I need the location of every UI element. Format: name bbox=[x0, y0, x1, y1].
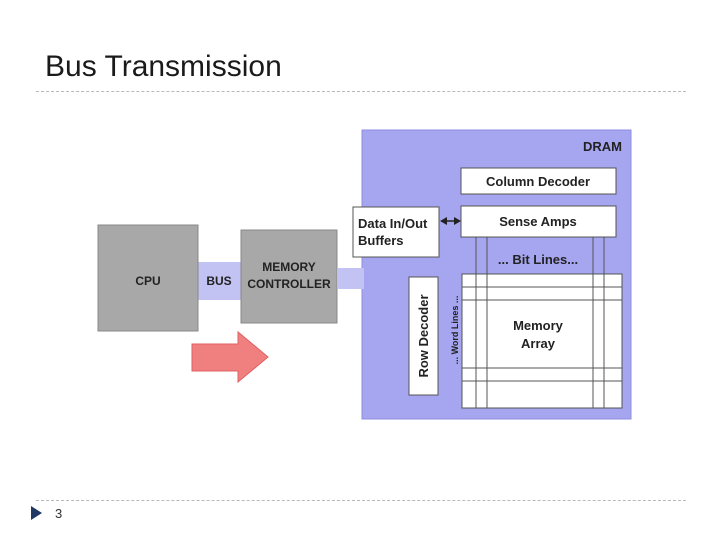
cpu-label: CPU bbox=[135, 274, 160, 288]
memory-array-label-bg bbox=[500, 310, 582, 358]
data-buffers-box bbox=[352, 206, 440, 258]
page-marker-icon bbox=[31, 506, 42, 520]
slide-title: Bus Transmission bbox=[45, 50, 282, 83]
title-divider bbox=[36, 91, 686, 92]
bus-band-left bbox=[196, 262, 242, 300]
row-decoder-label: Row Decoder bbox=[416, 294, 431, 377]
memory-controller-label-line1: MEMORY bbox=[262, 260, 316, 274]
memory-controller-block bbox=[240, 229, 338, 324]
data-buffers-label-line1: Data In/Out bbox=[358, 216, 428, 231]
data-path-arrowhead-left bbox=[440, 217, 447, 225]
bus-band-right bbox=[338, 268, 364, 289]
data-buffers-label-line2: Buffers bbox=[358, 233, 404, 248]
footer-divider bbox=[36, 500, 686, 501]
cpu-block bbox=[97, 224, 199, 332]
row-decoder-box bbox=[408, 276, 439, 396]
bit-lines-label: ... Bit Lines... bbox=[498, 252, 578, 267]
dram-label: DRAM bbox=[583, 139, 622, 154]
sense-amps-box bbox=[460, 205, 617, 238]
data-path-arrowhead-right bbox=[454, 217, 461, 225]
bus-label: BUS bbox=[206, 274, 231, 288]
sense-amps-label: Sense Amps bbox=[499, 214, 577, 229]
memory-array-label-line2: Array bbox=[521, 336, 556, 351]
memory-controller-label-line2: CONTROLLER bbox=[247, 277, 331, 291]
word-lines-label: ... Word Lines ... bbox=[450, 296, 460, 365]
column-decoder-label: Column Decoder bbox=[486, 174, 590, 189]
transmission-arrow bbox=[191, 330, 269, 384]
column-decoder-box bbox=[460, 167, 617, 195]
memory-array-label-line1: Memory bbox=[513, 318, 564, 333]
page-number: 3 bbox=[55, 506, 63, 521]
